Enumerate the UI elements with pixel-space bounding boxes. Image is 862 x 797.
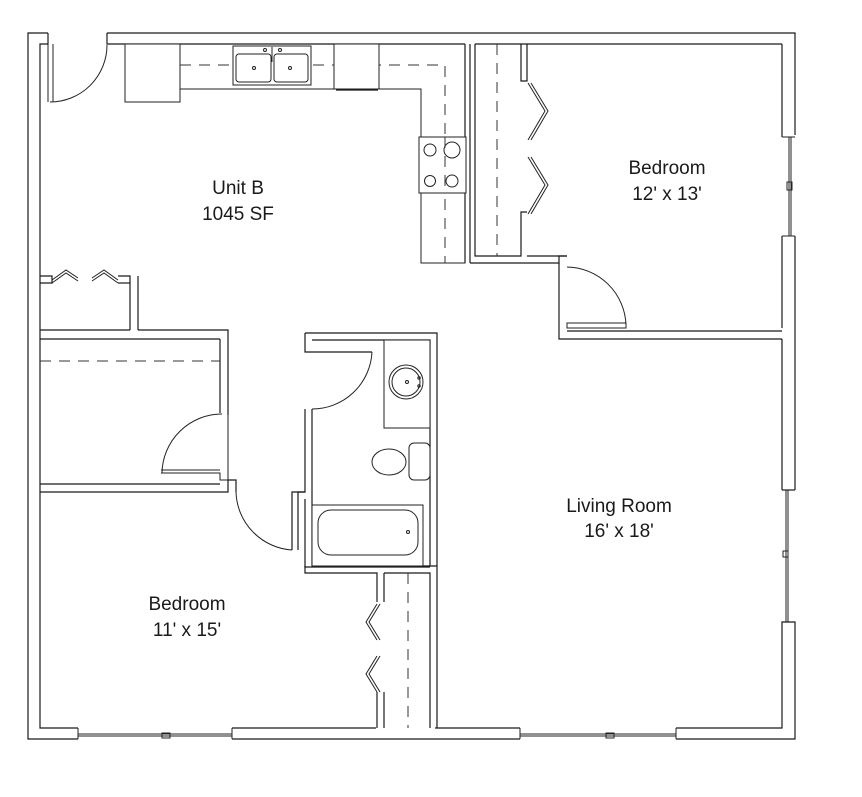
bedroom-1-door bbox=[558, 263, 782, 340]
bedroom-1-closet bbox=[470, 44, 567, 264]
storage-closet bbox=[40, 360, 237, 493]
entry-door bbox=[47, 44, 108, 103]
bathtub-icon bbox=[311, 504, 424, 567]
bathroom bbox=[235, 332, 438, 728]
bedroom-1-name: Bedroom bbox=[628, 158, 705, 179]
bedroom-2-name: Bedroom bbox=[148, 594, 225, 615]
unit-area: 1045 SF bbox=[202, 204, 274, 225]
linen-closet bbox=[40, 269, 229, 415]
sink-icon bbox=[383, 339, 431, 429]
dishwasher bbox=[333, 43, 380, 90]
toilet-icon bbox=[371, 442, 431, 481]
living-room-name: Living Room bbox=[566, 496, 672, 517]
living-room-window-right bbox=[782, 489, 795, 622]
exterior-walls bbox=[27, 32, 796, 740]
room-labels: Unit B 1045 SF Bedroom 12' x 13' Living … bbox=[148, 158, 705, 641]
bedroom-2-window bbox=[77, 728, 233, 739]
bedroom-1-dims: 12' x 13' bbox=[632, 184, 702, 205]
living-room-window-bottom bbox=[519, 728, 677, 739]
unit-name: Unit B bbox=[212, 178, 264, 199]
kitchen-counter bbox=[124, 43, 471, 264]
refrigerator bbox=[124, 43, 181, 103]
stove-icon bbox=[418, 136, 467, 194]
bedroom-2-dims: 11' x 15' bbox=[153, 620, 221, 641]
bedroom-1-window bbox=[782, 136, 795, 237]
double-sink-icon bbox=[232, 45, 312, 86]
bedroom-2-closet bbox=[304, 566, 431, 728]
living-room-dims: 16' x 18' bbox=[584, 521, 654, 542]
